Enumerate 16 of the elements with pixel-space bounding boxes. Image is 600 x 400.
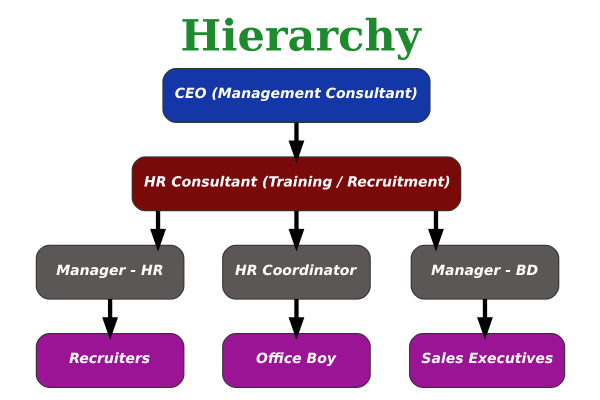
arrow <box>288 122 304 164</box>
node-box: Sales Executives <box>408 333 565 388</box>
node-box: HR Coordinator <box>222 244 370 300</box>
arrow <box>288 299 304 340</box>
arrow <box>150 210 166 252</box>
node-box: Manager - BD <box>410 244 559 300</box>
node-box: Manager - HR <box>35 244 184 300</box>
arrow <box>288 210 304 252</box>
node-box: Office Boy <box>222 333 370 388</box>
arrow <box>428 210 444 252</box>
arrow <box>102 299 118 340</box>
node-box: HR Consultant (Training / Recruitment) <box>131 156 461 212</box>
diagram-title: Hierarchy <box>180 11 420 62</box>
node-box: CEO (Management Consultant) <box>162 68 430 123</box>
node-box: Recruiters <box>35 333 184 388</box>
arrow <box>476 299 492 340</box>
